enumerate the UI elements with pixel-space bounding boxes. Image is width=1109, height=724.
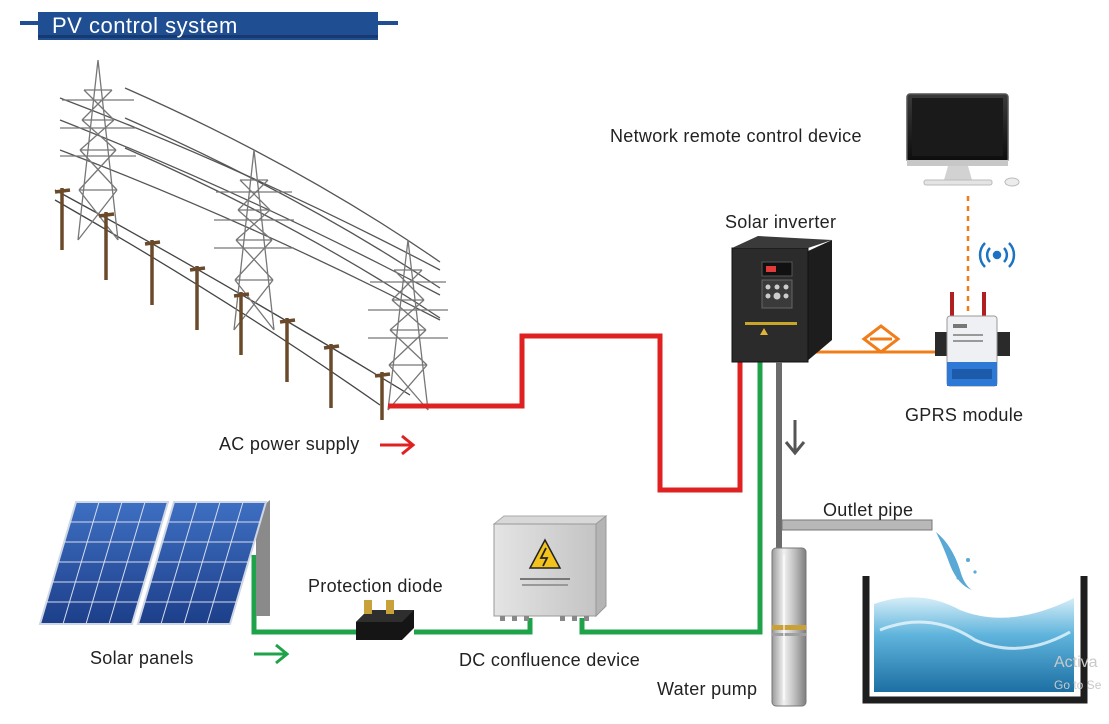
page-title: PV control system bbox=[52, 13, 238, 38]
down-arrow-icon bbox=[784, 420, 806, 456]
transmission-tower-icon bbox=[54, 59, 448, 411]
label-ac-power-supply: AC power supply bbox=[219, 434, 360, 454]
watermark-line2: Go to Se bbox=[1054, 678, 1102, 692]
junction-box-icon bbox=[492, 514, 608, 621]
label-solar-panels: Solar panels bbox=[90, 648, 194, 668]
label-gprs-module: GPRS module bbox=[905, 405, 1024, 425]
label-water-pump: Water pump bbox=[657, 679, 758, 699]
label-solar-inverter: Solar inverter bbox=[725, 212, 837, 232]
ac-arrow-icon bbox=[380, 434, 416, 456]
water-pump-icon bbox=[771, 547, 807, 707]
title-banner bbox=[20, 12, 398, 40]
water-tank-icon bbox=[862, 576, 1088, 704]
diode-icon bbox=[356, 600, 414, 640]
wireless-signal-icon bbox=[978, 242, 1016, 268]
solar-panel-icon bbox=[38, 500, 270, 625]
ac-power-line bbox=[388, 333, 743, 493]
water-splash-icon bbox=[936, 532, 977, 590]
dc-arrow-icon bbox=[254, 643, 290, 665]
label-outlet-pipe: Outlet pipe bbox=[823, 500, 914, 520]
gprs-module-icon bbox=[935, 292, 1010, 387]
label-protection-diode: Protection diode bbox=[308, 576, 443, 596]
dc-power-line bbox=[251, 362, 763, 635]
bidirectional-signal-icon bbox=[861, 324, 901, 354]
watermark-line1: Activa bbox=[1054, 654, 1098, 671]
outlet-pipe-icon bbox=[776, 362, 933, 552]
inverter-icon bbox=[731, 236, 832, 363]
label-dc-confluence: DC confluence device bbox=[459, 650, 641, 670]
monitor-icon bbox=[906, 93, 1020, 187]
utility-pole-icon bbox=[54, 188, 391, 420]
label-network-remote: Network remote control device bbox=[610, 126, 862, 146]
